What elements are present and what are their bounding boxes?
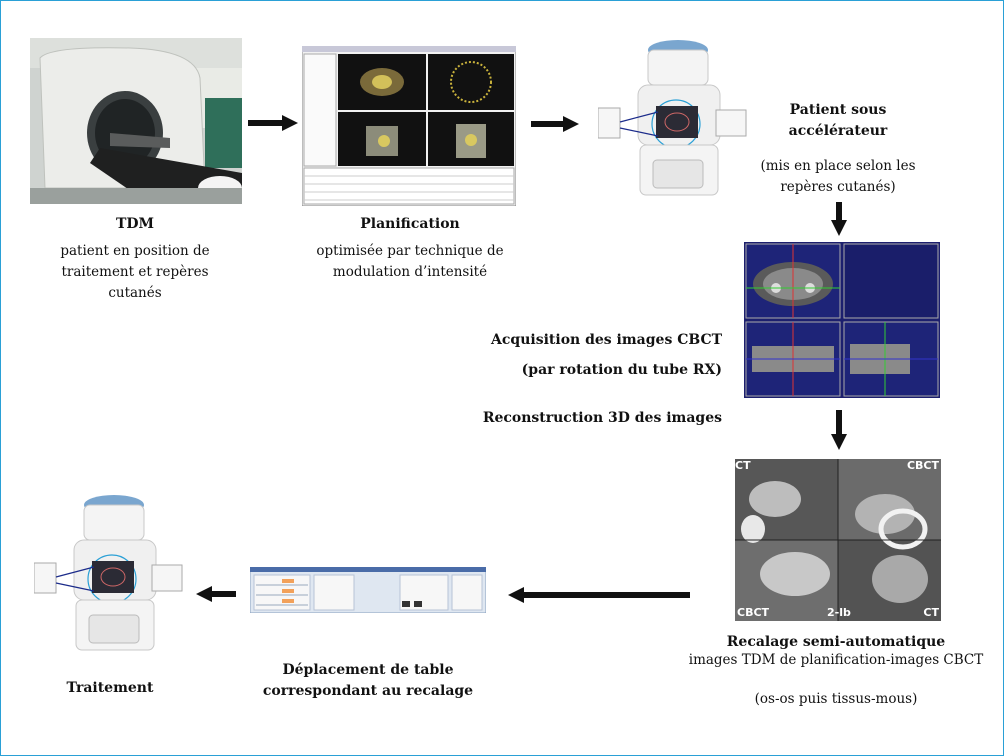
arrow-tdm-to-planification (248, 115, 298, 131)
planification-block: Planification optimisée par technique de… (300, 214, 520, 283)
registration-label-ct-top-left: CT (735, 459, 751, 472)
patient-sous-title-line-2: accélérateur (788, 123, 888, 139)
acquisition-title: Acquisition des images CBCT (491, 332, 722, 348)
tdm-block: TDM patient en position de traitement et… (40, 214, 230, 304)
planning-software-screenshot (302, 46, 516, 206)
recalage-block: Recalage semi-automatique images TDM de … (680, 632, 992, 710)
deplacement-title-line-1: Déplacement de table (282, 662, 454, 678)
deplacement-block: Déplacement de table correspondant au re… (258, 660, 478, 702)
recalage-title: Recalage semi-automatique (726, 634, 946, 650)
acquisition-sub: (par rotation du tube RX) (521, 362, 722, 378)
reconstruction-title: Reconstruction 3D des images (482, 410, 722, 426)
tdm-desc-line-3: cutanés (108, 285, 162, 301)
registration-label-mid-bottom: 2-lb (827, 606, 851, 619)
ct-scanner-photo (30, 38, 242, 204)
patient-sous-desc-line-2: repères cutanés) (780, 179, 896, 195)
arrow-left-to-deplacement (508, 587, 690, 603)
arrow-planification-to-linac (531, 116, 579, 132)
patient-sous-block: Patient sous accélérateur (mis en place … (748, 100, 928, 198)
recalage-desc: images TDM de planification-images CBCT (688, 652, 984, 668)
planification-title: Planification (360, 216, 460, 232)
tdm-desc-line-2: traitement et repères (61, 264, 209, 280)
arrow-down-to-acquisition (831, 202, 847, 236)
registration-label-cbct-top-right: CBCT (906, 459, 939, 472)
traitement-block: Traitement (40, 678, 180, 699)
cbct-acquisition-screenshot (744, 242, 940, 398)
deplacement-title-line-2: correspondant au recalage (262, 683, 474, 699)
planification-desc-line-2: modulation d’intensité (332, 264, 488, 280)
linac-image-top (598, 40, 748, 200)
planification-desc-line-1: optimisée par technique de (316, 243, 504, 259)
tdm-desc-line-1: patient en position de (60, 243, 210, 259)
registration-label-ct-bottom-right: CT (923, 606, 939, 619)
registration-label-cbct-bottom-left: CBCT (737, 606, 770, 619)
patient-sous-desc-line-1: (mis en place selon les (760, 158, 916, 174)
table-shift-screenshot (250, 567, 486, 613)
arrow-down-to-recalage (831, 410, 847, 450)
recalage-note: (os-os puis tissus-mous) (754, 691, 918, 707)
patient-sous-title-line-1: Patient sous (789, 102, 887, 118)
registration-image: CT CBCT CBCT 2-lb CT (735, 459, 941, 621)
arrow-left-to-traitement (196, 586, 236, 602)
tdm-title: TDM (115, 216, 155, 232)
linac-image-bottom (34, 495, 184, 655)
traitement-title: Traitement (66, 680, 154, 696)
